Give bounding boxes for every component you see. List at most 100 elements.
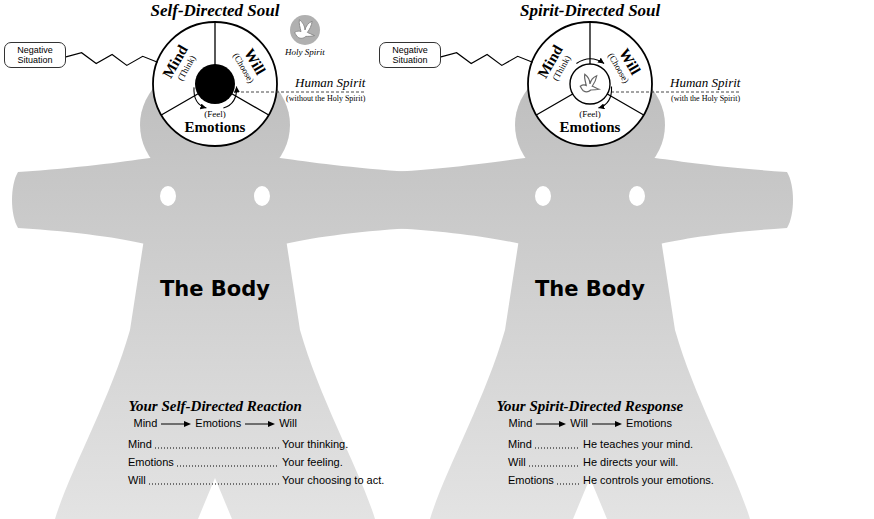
flow-step: Will: [570, 417, 588, 430]
label-slot: He controls your emotions.: [583, 474, 714, 487]
label-slot: Human Spirit: [670, 75, 740, 90]
row-text: He directs your will.: [583, 456, 678, 469]
soul-sector: Will(Choose): [604, 40, 647, 86]
label-slot: Spirit-Directed Soul: [520, 1, 660, 21]
panel-title: Spirit-Directed Soul: [520, 1, 660, 21]
arrow-head: [615, 421, 622, 427]
label-slot: Your Self-Directed Reaction: [129, 397, 302, 415]
label-slot: Emotions: [128, 456, 174, 469]
arrow-head: [184, 421, 191, 427]
impact-line: [441, 53, 533, 66]
flow-row: Mind Will Emotions: [509, 417, 672, 430]
leader-line: [155, 448, 279, 449]
body-region: The Body: [157, 276, 273, 302]
leader-dots: [155, 446, 279, 450]
holy-spirit-icon: [290, 15, 320, 45]
label-slot: Mind: [508, 438, 532, 451]
row-term: Emotions: [508, 474, 554, 487]
body-silhouette: [387, 60, 793, 519]
flow-step: Emotions: [626, 417, 672, 430]
flow-arrow-icon: [161, 420, 191, 428]
row-text: Your thinking.: [282, 438, 348, 451]
section-heading: Your Spirit-Directed Response: [497, 397, 684, 415]
flow-row: MindEmotionsWill: [134, 417, 297, 430]
row-text: He controls your emotions.: [583, 474, 714, 487]
soul-sector: (Feel)Emotions: [558, 108, 623, 136]
arrow-shaft: [245, 423, 270, 424]
leader-line: [149, 484, 279, 485]
arrow-head: [268, 421, 275, 427]
label-slot: Self-Directed Soul: [151, 1, 280, 21]
label-slot: Emotions: [508, 474, 554, 487]
flow-arrow-icon: [592, 420, 622, 428]
label-slot: (without the Holy Spirit): [286, 94, 365, 104]
leader-dots: [529, 464, 580, 468]
row-text: Your choosing to act.: [282, 474, 384, 487]
faculty-name: Emotions: [560, 119, 621, 135]
soul-sector: Mind(Think): [158, 40, 202, 88]
arrow-head: [559, 421, 566, 427]
flow-arrow: [576, 59, 604, 64]
dove-symbol: [580, 74, 599, 92]
soul-diagram: [528, 22, 652, 146]
leader-line: [535, 448, 580, 449]
spirit-label: Human Spirit: [670, 75, 740, 90]
spirit-note: (with the Holy Spirit): [671, 94, 740, 104]
leader-dots: [535, 446, 580, 450]
label-slot: Your thinking.: [282, 438, 348, 451]
human-spirit-core: [570, 64, 610, 104]
leader-dots: [177, 464, 279, 468]
spirit-note: (without the Holy Spirit): [286, 94, 365, 104]
row-term: Emotions: [128, 456, 174, 469]
situation-box: Negative Situation: [379, 42, 441, 68]
leader-line: [557, 484, 580, 485]
dove-symbol: [295, 20, 315, 39]
label-slot: He directs your will.: [583, 456, 678, 469]
situation-label: Negative Situation: [8, 45, 62, 65]
impact-line: [66, 53, 158, 66]
row-text: He teaches your mind.: [583, 438, 693, 451]
spirit-leader: [611, 92, 740, 93]
soul-sector: (Feel)Emotions: [183, 108, 248, 136]
label-slot: Will: [508, 456, 526, 469]
body-region: The Body: [532, 276, 648, 302]
body-label: The Body: [535, 277, 645, 301]
soul-sector: Will(Choose): [229, 40, 272, 86]
human-spirit-core: [195, 64, 235, 104]
faculty-name: Emotions: [185, 119, 246, 135]
label-slot: Mind: [128, 438, 152, 451]
soul-sector: Mind(Think): [533, 40, 577, 88]
leader-dots: [149, 482, 279, 486]
label-slot: Will: [128, 474, 146, 487]
body-silhouette: [12, 60, 418, 519]
row-term: Mind: [128, 438, 152, 451]
flow-arrow: [223, 87, 236, 109]
body-label: The Body: [160, 277, 270, 301]
label-slot: He teaches your mind.: [583, 438, 693, 451]
label-slot: Your Spirit-Directed Response: [497, 397, 684, 415]
spirit-label: Human Spirit: [295, 75, 365, 90]
faculty-verb: (Feel): [560, 109, 621, 119]
row-text: Your feeling.: [282, 456, 343, 469]
situation-label: Negative Situation: [383, 45, 437, 65]
flow-step: Mind: [509, 417, 533, 430]
section-heading: Your Self-Directed Reaction: [129, 397, 302, 415]
flow-arrow-icon: [536, 420, 566, 428]
arrow-shaft: [592, 423, 617, 424]
row-term: Will: [128, 474, 146, 487]
label-slot: Your choosing to act.: [282, 474, 384, 487]
flow-step: Mind: [134, 417, 158, 430]
row-term: Mind: [508, 438, 532, 451]
label-slot: (with the Holy Spirit): [671, 94, 740, 104]
leader-dots: [557, 482, 580, 486]
icon-caption: Holy Spirit: [285, 47, 325, 58]
leader-line: [529, 466, 580, 467]
leader-line: [177, 466, 279, 467]
flow-arrow: [194, 87, 206, 108]
faculty-verb: (Feel): [185, 109, 246, 119]
arrow-shaft: [161, 423, 186, 424]
spirit-leader: [236, 92, 365, 93]
soul-diagram: [153, 22, 277, 146]
flow-step: Will: [279, 417, 297, 430]
